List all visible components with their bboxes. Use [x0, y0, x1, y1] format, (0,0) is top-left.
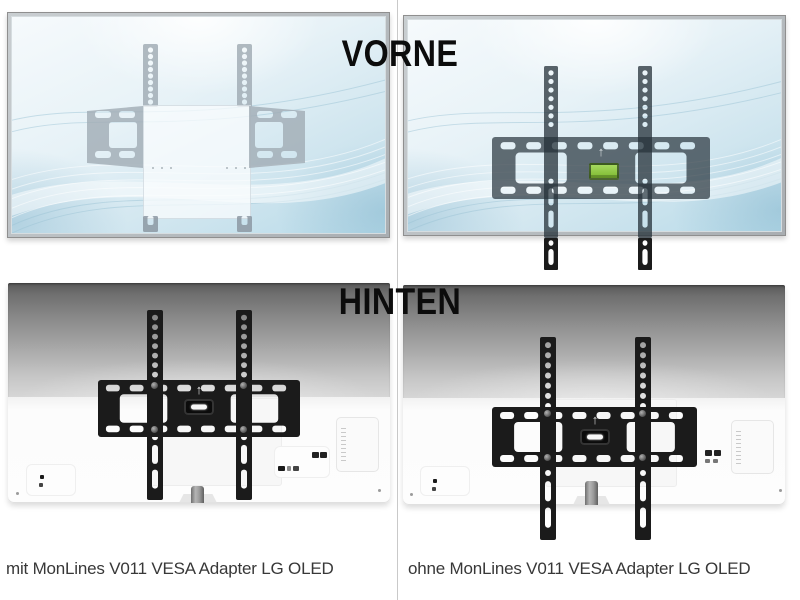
bolt-head: [544, 454, 551, 461]
cable-channel-recess: [336, 417, 379, 472]
label-strip: [736, 431, 741, 465]
adapter-rail-right-ghost: [237, 44, 252, 107]
bubble-level-icon: [184, 399, 214, 415]
stand-neck: [585, 481, 598, 505]
label-strip: [341, 428, 346, 464]
bolt-head: [151, 426, 158, 433]
bolt-head: [639, 410, 646, 417]
mount-rail-right-end: [638, 238, 652, 270]
bolt-head: [151, 382, 158, 389]
screw-dot: [410, 493, 413, 496]
cable-channel-recess: [731, 420, 774, 474]
tv-back-with-adapter: [8, 283, 390, 503]
tv-front-without-adapter: [403, 15, 786, 236]
mount-rail-right: [236, 310, 252, 500]
stand-neck: [191, 486, 204, 503]
up-arrow-icon: ↑: [591, 412, 599, 427]
mount-rail-right-ghost: [638, 66, 652, 238]
usb-port: [714, 450, 721, 456]
mount-rail-left: [147, 310, 163, 500]
side-connector-panel: [26, 464, 76, 496]
adapter-rail-left-ghost: [143, 44, 158, 107]
up-arrow-icon: ↑: [195, 382, 203, 397]
usb-port: [705, 450, 712, 456]
adapter-foot-left-ghost: [143, 216, 158, 232]
side-connector-panel: [420, 466, 470, 496]
bubble-level-icon: [589, 163, 619, 180]
up-arrow-icon: ↑: [597, 144, 605, 159]
usb-port: [705, 459, 710, 463]
mount-rail-left-end: [544, 238, 558, 270]
connector-dot: [432, 487, 436, 491]
av-connection-panel: [274, 446, 330, 478]
caption-without-adapter: ohne MonLines V011 VESA Adapter LG OLED: [408, 559, 751, 578]
mount-rail-left: [540, 337, 556, 540]
screw-dot: [779, 489, 782, 492]
connector-dot: [433, 479, 437, 483]
tv-back-without-adapter: [403, 285, 785, 505]
screw-dot: [378, 489, 381, 492]
bolt-head: [240, 382, 247, 389]
caption-with-adapter: mit MonLines V011 VESA Adapter LG OLED: [6, 559, 334, 578]
tv-back-upper-panel: [403, 285, 785, 399]
adapter-bracket-right-ghost: [249, 106, 305, 168]
adapter-bracket-left-ghost: [87, 106, 143, 168]
mount-rail-right: [635, 337, 651, 540]
bubble-level-icon: [580, 429, 610, 445]
bolt-head: [639, 454, 646, 461]
bolt-head: [544, 410, 551, 417]
bolt-head: [240, 426, 247, 433]
screw-dot: [16, 492, 19, 495]
adapter-foot-right-ghost: [237, 216, 252, 232]
mount-rail-left-ghost: [544, 66, 558, 238]
connector-dot: [40, 475, 44, 479]
usb-port: [713, 459, 718, 463]
center-divider-line: [397, 0, 398, 600]
adapter-center-plate-ghost: [143, 105, 251, 219]
front-view-label: VORNE: [341, 33, 459, 74]
connector-dot: [39, 483, 43, 487]
tv-back-upper-panel: [8, 283, 390, 398]
back-view-label: HINTEN: [338, 281, 462, 322]
